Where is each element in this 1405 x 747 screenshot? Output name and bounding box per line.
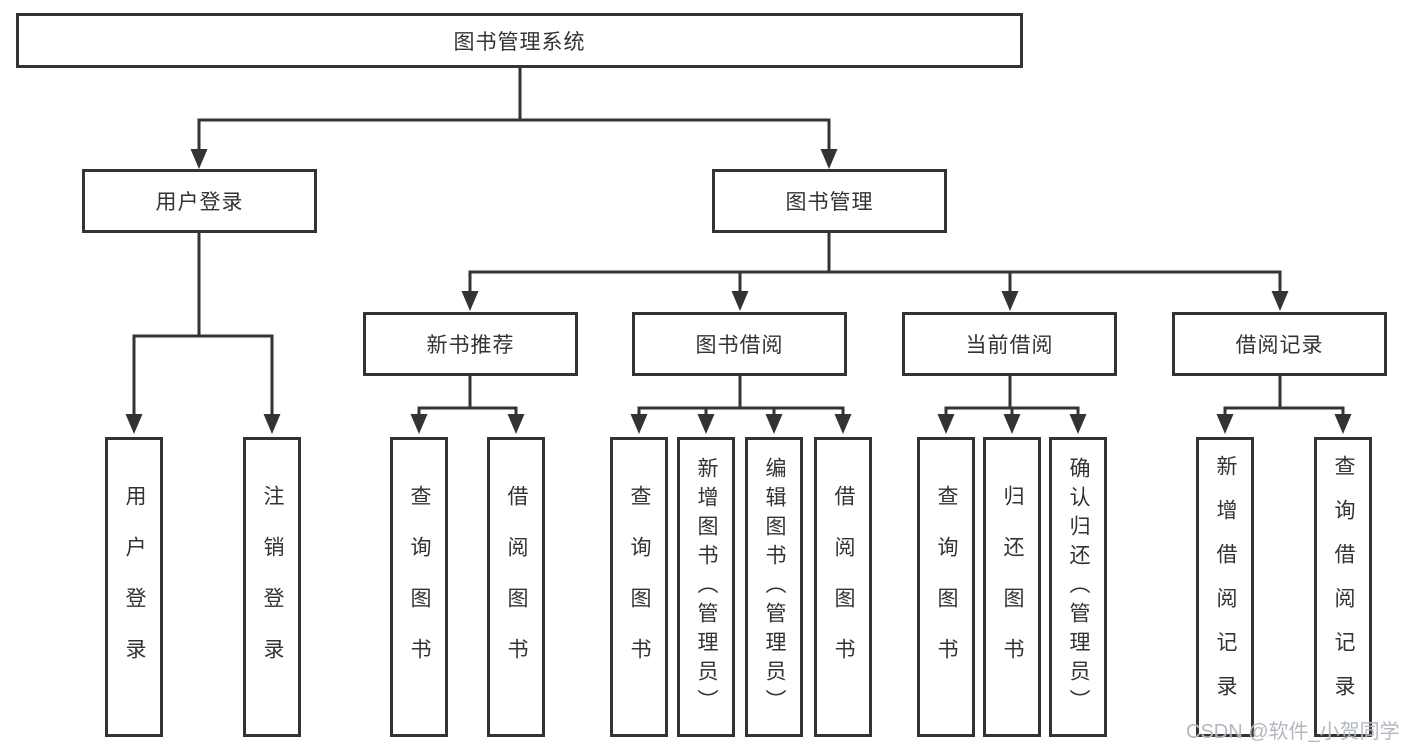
node-user-login: 用户登录 <box>82 169 317 233</box>
leaf-add-books-admin: 新增图书（管理员） <box>677 437 735 737</box>
leaf-borrow-books: 借阅图书 <box>814 437 872 737</box>
leaf-label: 借阅图书 <box>832 485 855 689</box>
csdn-watermark: CSDN @软件_小贺同学 <box>1186 721 1400 743</box>
leaf-borrow-books-newbooks: 借阅图书 <box>487 437 545 737</box>
leaf-user-login: 用户登录 <box>105 437 163 737</box>
node-book-management: 图书管理 <box>712 169 947 233</box>
leaf-query-books-current: 查询图书 <box>917 437 975 737</box>
leaf-add-borrow-record: 新增借阅记录 <box>1196 437 1254 737</box>
leaf-label: 借阅图书 <box>505 485 528 689</box>
node-library-management-system: 图书管理系统 <box>16 13 1023 68</box>
leaf-logout: 注销登录 <box>243 437 301 737</box>
leaf-return-books: 归还图书 <box>983 437 1041 737</box>
node-book-borrowing: 图书借阅 <box>632 312 847 376</box>
leaf-label: 编辑图书（管理员） <box>763 456 786 718</box>
leaf-label: 查询借阅记录 <box>1332 455 1355 719</box>
node-label: 用户登录 <box>155 191 244 214</box>
leaf-confirm-return-admin: 确认归还（管理员） <box>1049 437 1107 737</box>
node-label: 当前借阅 <box>965 334 1054 357</box>
leaf-edit-books-admin: 编辑图书（管理员） <box>745 437 803 737</box>
node-label: 图书借阅 <box>695 334 784 357</box>
node-label: 借阅记录 <box>1235 334 1324 357</box>
leaf-label: 查询图书 <box>408 485 431 689</box>
leaf-label: 确认归还（管理员） <box>1067 456 1090 718</box>
leaf-label: 新增借阅记录 <box>1214 455 1237 719</box>
node-label: 新书推荐 <box>426 334 515 357</box>
leaf-label: 归还图书 <box>1001 485 1024 689</box>
node-current-borrowing: 当前借阅 <box>902 312 1117 376</box>
leaf-label: 查询图书 <box>935 485 958 689</box>
leaf-label: 查询图书 <box>628 485 651 689</box>
node-label: 图书管理 <box>785 191 874 214</box>
node-label: 图书管理系统 <box>453 30 586 54</box>
leaf-label: 注销登录 <box>261 485 284 689</box>
leaf-query-borrow-record: 查询借阅记录 <box>1314 437 1372 737</box>
leaf-query-books-newbooks: 查询图书 <box>390 437 448 737</box>
leaf-label: 新增图书（管理员） <box>695 456 718 718</box>
node-borrowing-records: 借阅记录 <box>1172 312 1387 376</box>
leaf-label: 用户登录 <box>123 485 146 689</box>
node-new-book-recommendation: 新书推荐 <box>363 312 578 376</box>
leaf-query-books-borrow: 查询图书 <box>610 437 668 737</box>
